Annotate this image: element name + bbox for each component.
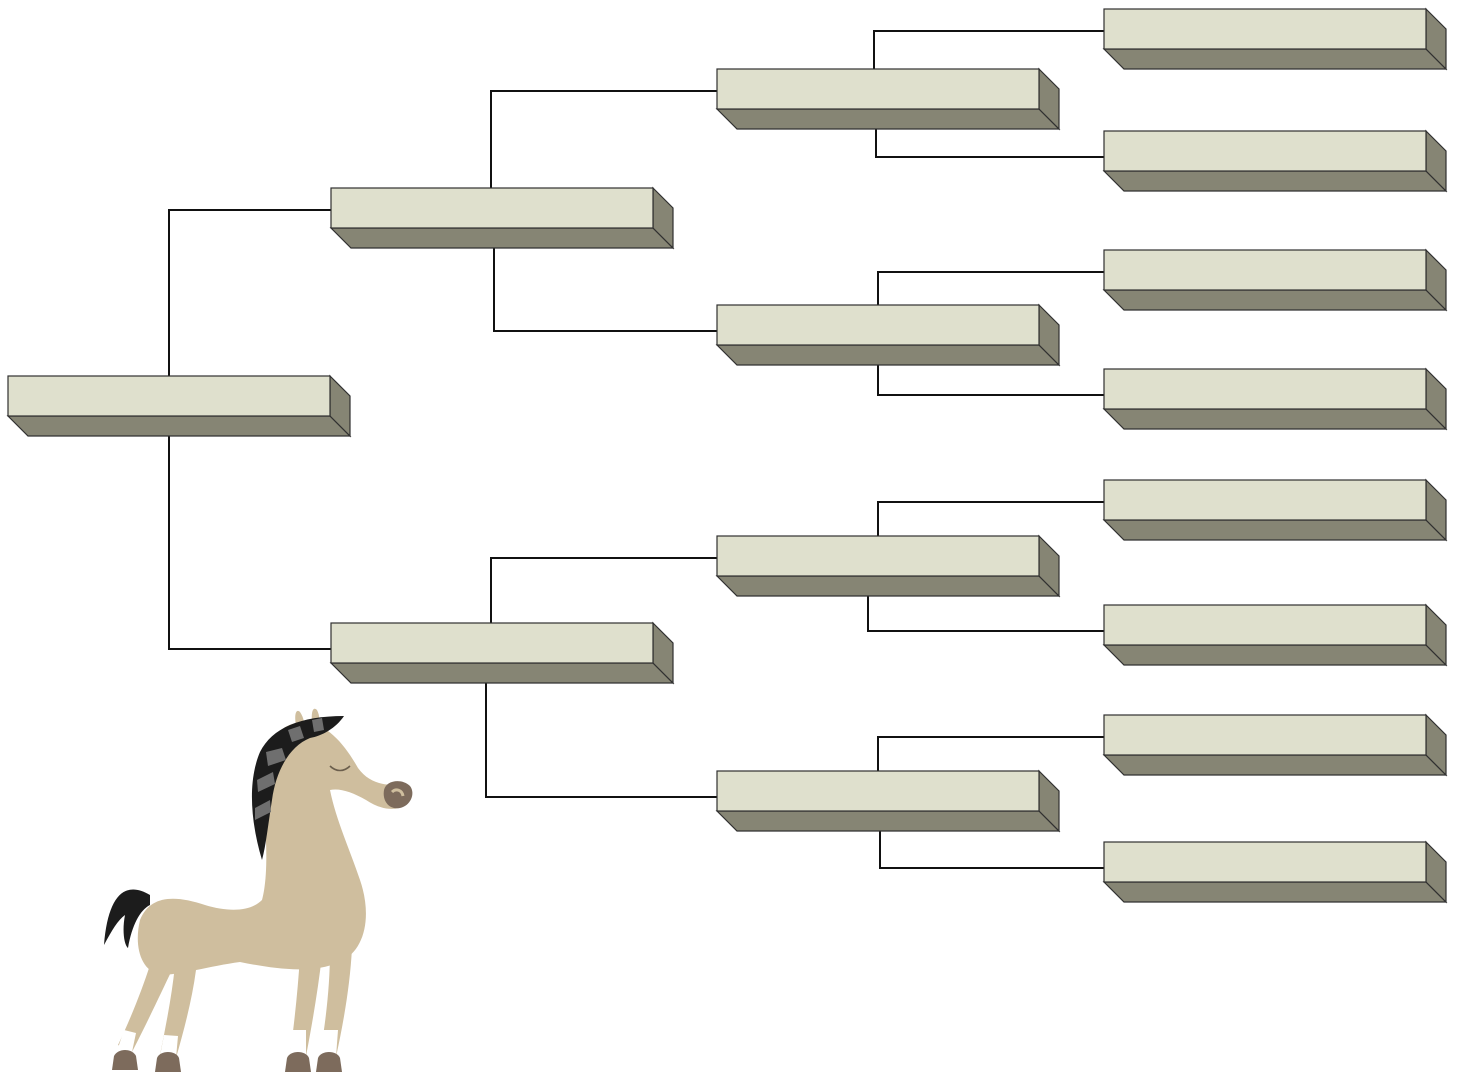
box-front-face [331,188,653,228]
pedigree-box-dam-sire-dam[interactable] [1104,605,1446,665]
connector-line [874,31,1104,69]
box-front-face [1104,131,1426,171]
pedigree-box-sire-sire[interactable] [717,69,1059,129]
connector-line [878,502,1104,536]
box-bottom-face [1104,171,1446,191]
box-front-face [717,771,1039,811]
pedigree-box-dam-sire[interactable] [717,536,1059,596]
connector-line [878,365,1104,395]
box-bottom-face [717,109,1059,129]
connector-line [169,210,331,376]
connector-line [878,272,1104,305]
pedigree-box-sire-dam-dam[interactable] [1104,369,1446,429]
pedigree-box-sire-dam[interactable] [717,305,1059,365]
pedigree-boxes [8,9,1446,902]
box-front-face [1104,9,1426,49]
connector-line [491,91,717,188]
box-front-face [1104,250,1426,290]
connector-line [491,558,717,623]
connector-line [880,831,1104,868]
connector-line [876,129,1104,157]
box-front-face [1104,369,1426,409]
pedigree-box-subject[interactable] [8,376,350,436]
box-front-face [8,376,330,416]
pedigree-box-dam-dam-sire[interactable] [1104,715,1446,775]
box-front-face [1104,715,1426,755]
box-front-face [331,623,653,663]
box-front-face [717,69,1039,109]
pedigree-box-dam-dam-dam[interactable] [1104,842,1446,902]
box-bottom-face [1104,290,1446,310]
pedigree-box-sire-sire-sire[interactable] [1104,9,1446,69]
box-bottom-face [1104,755,1446,775]
pedigree-box-sire-dam-sire[interactable] [1104,250,1446,310]
pedigree-box-dam-sire-sire[interactable] [1104,480,1446,540]
connector-line [169,436,331,649]
connector-line [878,737,1104,771]
box-bottom-face [331,228,673,248]
pedigree-box-dam[interactable] [331,623,673,683]
box-bottom-face [717,345,1059,365]
box-front-face [1104,480,1426,520]
box-front-face [1104,605,1426,645]
box-front-face [1104,842,1426,882]
pedigree-box-sire-sire-dam[interactable] [1104,131,1446,191]
connector-line [494,248,717,331]
pedigree-box-sire[interactable] [331,188,673,248]
box-bottom-face [1104,49,1446,69]
box-bottom-face [717,811,1059,831]
box-bottom-face [717,576,1059,596]
pedigree-box-dam-dam[interactable] [717,771,1059,831]
connector-line [486,683,717,797]
box-bottom-face [1104,520,1446,540]
box-bottom-face [8,416,350,436]
box-front-face [717,305,1039,345]
connector-line [868,596,1104,631]
box-front-face [717,536,1039,576]
box-bottom-face [331,663,673,683]
box-bottom-face [1104,645,1446,665]
horse-icon [104,709,412,1072]
box-bottom-face [1104,409,1446,429]
box-bottom-face [1104,882,1446,902]
